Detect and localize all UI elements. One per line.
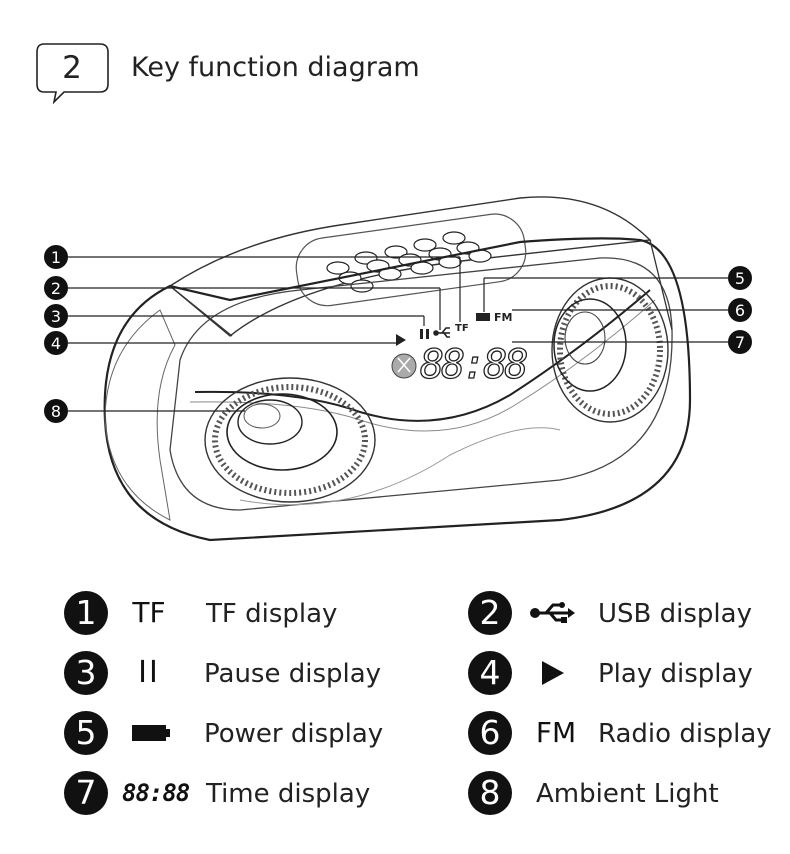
usb-icon [526,591,578,635]
led-display: TF FM 88:88 [391,311,530,389]
legend-item-power: 5 Power display [64,711,404,757]
play-icon [532,651,572,695]
time-display-digits: 88:88 [420,342,526,388]
legend-label: Radio display [598,719,772,749]
svg-text:3: 3 [51,307,61,326]
right-speaker-driver [551,277,669,423]
callout-1: 1 [44,245,68,269]
svg-text:1: 1 [51,248,61,267]
legend-item-radio: 6 FM Radio display [468,711,778,757]
ambient-light-strip [194,289,651,422]
tf-symbol: TF [132,596,166,629]
legend-number: 2 [468,591,512,635]
svg-text:8: 8 [51,402,61,421]
speech-bubble-icon [36,43,109,104]
left-speaker-driver [204,377,376,503]
callout-4: 4 [44,331,68,355]
play-icon [396,334,406,346]
svg-text:2: 2 [51,279,61,298]
callout-7: 7 [728,330,752,354]
page-title: Key function diagram [131,52,420,83]
legend-label: TF display [206,599,338,629]
legend-item-ambient-light: 8 Ambient Light [468,771,768,817]
callout-8: 8 [44,399,68,423]
legend-label: Ambient Light [536,779,719,809]
legend-item-pause: 3 II Pause display [64,651,404,697]
fm-symbol: FM [535,716,577,749]
pause-icon [420,329,429,339]
legend-number: 1 [64,591,108,635]
tf-display-text: TF [455,323,469,334]
legend-label: USB display [598,599,752,629]
usb-icon [433,327,450,338]
legend-item-time: 7 88:88 Time display [64,771,404,817]
legend-number: 7 [64,771,108,815]
keypad-buttons [326,231,492,293]
speaker-body-outline [103,237,692,542]
speaker-bezel [169,257,673,511]
legend-item-tf: 1 TF TF display [64,591,404,637]
time-symbol: 88:88 [122,779,190,807]
legend-item-play: 4 Play display [468,651,768,697]
speaker-side [104,309,176,521]
svg-text:5: 5 [735,269,745,288]
legend-number: 5 [64,711,108,755]
legend-label: Pause display [204,659,382,689]
legend-number: 8 [468,771,512,815]
svg-text:7: 7 [735,333,745,352]
legend-item-usb: 2 USB display [468,591,768,637]
battery-icon [476,313,490,321]
callout-2: 2 [44,276,68,300]
legend-label: Power display [204,719,384,749]
svg-text:4: 4 [51,334,61,353]
callout-3: 3 [44,304,68,328]
callout-5: 5 [728,266,752,290]
legend-label: Play display [598,659,753,689]
svg-text:6: 6 [735,301,745,320]
step-number: 2 [62,50,82,86]
legend-label: Time display [206,779,371,809]
speaker-diagram: TF FM 88:88 1 2 3 4 8 5 6 7 [44,196,752,542]
pause-icon: II [138,655,160,690]
battery-icon [128,711,172,755]
fm-display-text: FM [494,311,512,324]
legend-number: 4 [468,651,512,695]
legend-number: 3 [64,651,108,695]
callout-6: 6 [728,298,752,322]
legend-number: 6 [468,711,512,755]
keypad-area [295,213,527,307]
